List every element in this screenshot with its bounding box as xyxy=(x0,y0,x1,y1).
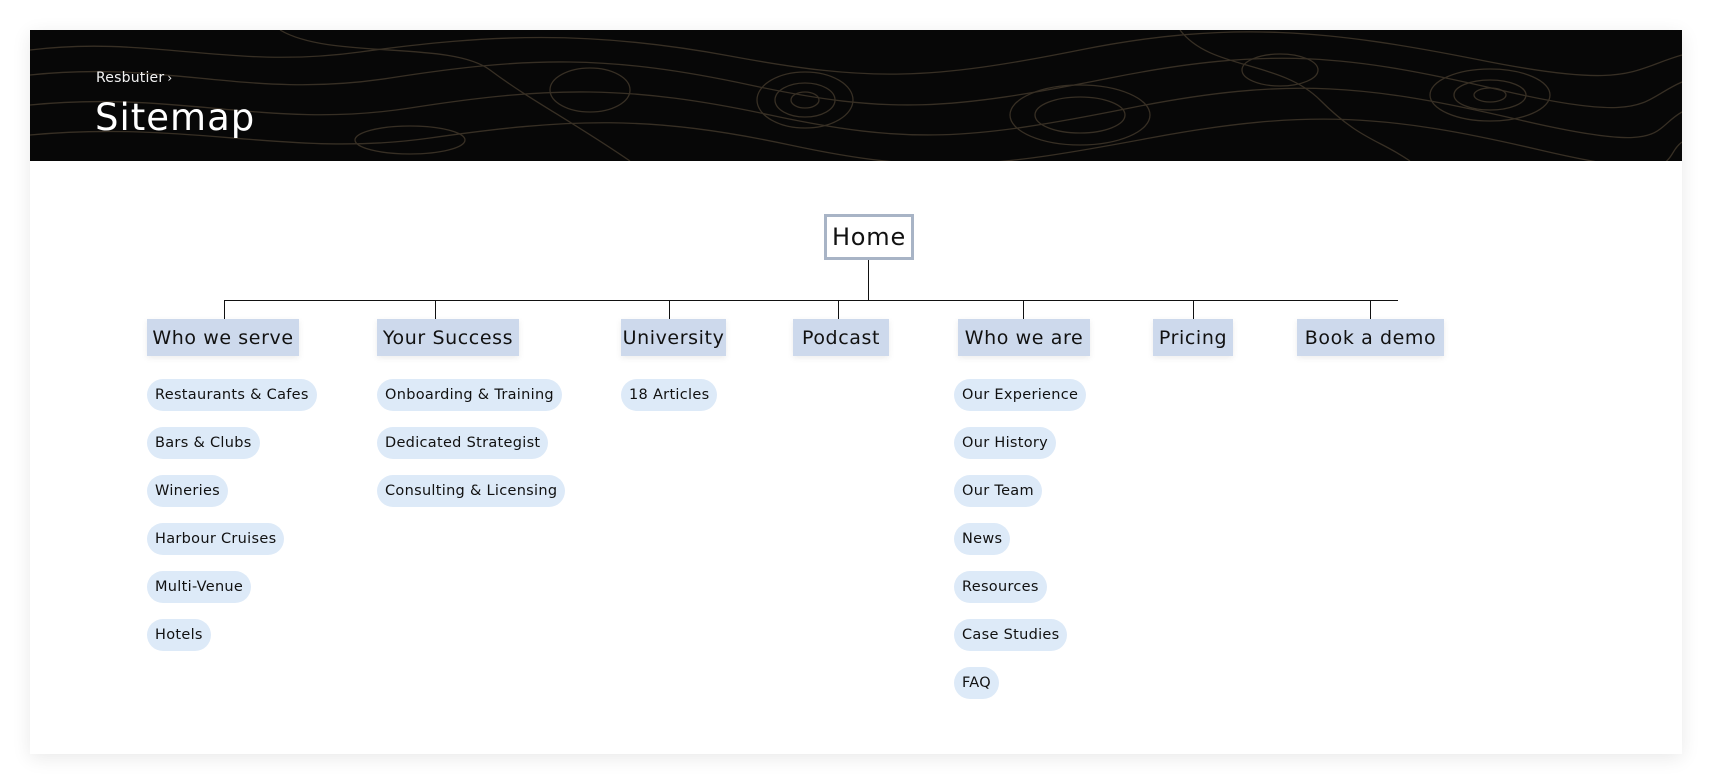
link-articles[interactable]: 18 Articles xyxy=(621,379,718,411)
link-our-experience[interactable]: Our Experience xyxy=(954,379,1087,411)
connector-university xyxy=(669,300,670,319)
section-podcast[interactable]: Podcast xyxy=(793,319,889,356)
link-restaurants-cafes[interactable]: Restaurants & Cafes xyxy=(147,379,317,411)
link-harbour-cruises[interactable]: Harbour Cruises xyxy=(147,523,285,555)
section-your-success[interactable]: Your Success xyxy=(377,319,519,356)
connector-who-we-are xyxy=(1023,300,1024,319)
section-pricing[interactable]: Pricing xyxy=(1153,319,1233,356)
connector-podcast xyxy=(838,300,839,319)
link-faq[interactable]: FAQ xyxy=(954,667,999,699)
link-news[interactable]: News xyxy=(954,523,1011,555)
link-multi-venue[interactable]: Multi-Venue xyxy=(147,571,252,603)
link-onboarding-training[interactable]: Onboarding & Training xyxy=(377,379,562,411)
connector-who-we-serve xyxy=(224,300,225,319)
link-bars-clubs[interactable]: Bars & Clubs xyxy=(147,427,260,459)
link-hotels[interactable]: Hotels xyxy=(147,619,211,651)
link-our-history[interactable]: Our History xyxy=(954,427,1057,459)
link-our-team[interactable]: Our Team xyxy=(954,475,1042,507)
page-title: Sitemap xyxy=(95,96,256,139)
section-book-a-demo[interactable]: Book a demo xyxy=(1297,319,1444,356)
link-case-studies[interactable]: Case Studies xyxy=(954,619,1068,651)
section-university[interactable]: University xyxy=(621,319,726,356)
sitemap-tree: Home Who we serve Your Success Universit… xyxy=(30,30,1682,754)
topographic-pattern xyxy=(30,30,1682,161)
connector-pricing xyxy=(1193,300,1194,319)
breadcrumb[interactable]: Resbutier› xyxy=(96,70,172,86)
link-dedicated-strategist[interactable]: Dedicated Strategist xyxy=(377,427,549,459)
section-who-we-serve[interactable]: Who we serve xyxy=(147,319,299,356)
connector-root-vertical xyxy=(868,259,869,301)
page-header: Resbutier› Sitemap xyxy=(30,30,1682,161)
link-wineries[interactable]: Wineries xyxy=(147,475,229,507)
connector-horizontal xyxy=(224,300,1398,301)
home-node[interactable]: Home xyxy=(824,214,914,260)
sitemap-card: Resbutier› Sitemap Home Who we serve You… xyxy=(30,30,1682,754)
breadcrumb-root[interactable]: Resbutier xyxy=(96,70,165,86)
section-who-we-are[interactable]: Who we are xyxy=(958,319,1090,356)
chevron-right-icon: › xyxy=(167,71,173,85)
link-resources[interactable]: Resources xyxy=(954,571,1047,603)
connector-book-a-demo xyxy=(1370,300,1371,319)
link-consulting-licensing[interactable]: Consulting & Licensing xyxy=(377,475,566,507)
connector-your-success xyxy=(435,300,436,319)
